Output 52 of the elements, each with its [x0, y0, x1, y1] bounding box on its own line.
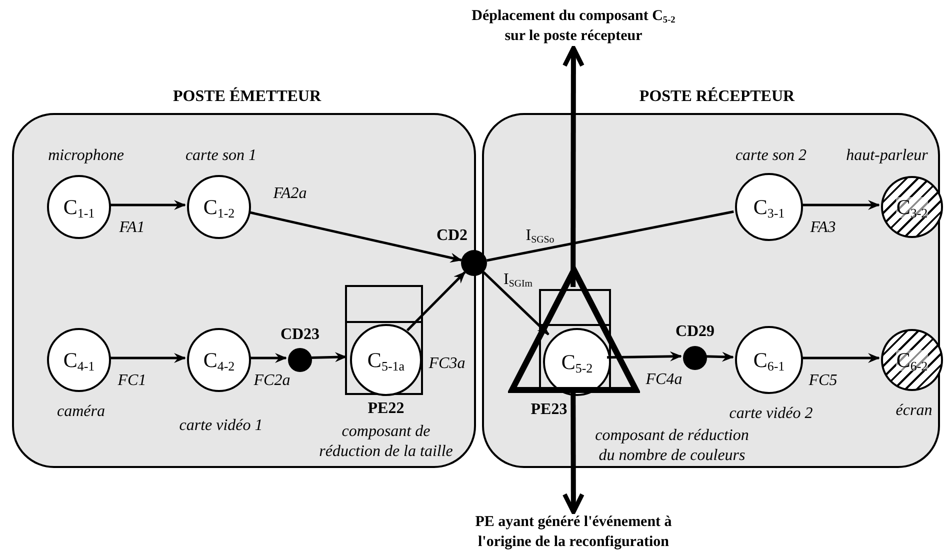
connector-label: CD29: [674, 322, 716, 342]
edge-label: I$_{SGSo}$: [526, 227, 554, 245]
arrow: [482, 271, 550, 336]
edge-label: FA3: [810, 219, 836, 237]
arrow: [109, 353, 186, 363]
edge-label: FC2a: [254, 372, 290, 390]
component-id: C$_{1-2}$: [203, 196, 235, 218]
component-caption: carte vidéo 2: [728, 404, 814, 424]
arrow: [801, 200, 880, 210]
component-id: C$_{5-1a}$: [367, 350, 405, 370]
component-id: C$_{3-1}$: [753, 196, 785, 218]
component-id: C$_{4-2}$: [203, 350, 235, 370]
arrow: [704, 352, 734, 362]
component-circle: [350, 324, 422, 396]
component-id: C$_{3-2}$: [896, 196, 928, 218]
arrow: [406, 271, 466, 332]
component-caption: carte vidéo 1: [178, 416, 264, 436]
arrow: [310, 352, 347, 362]
panel-heading: POSTE RÉCEPTEUR: [638, 88, 796, 106]
component-id: C$_{6-1}$: [753, 350, 785, 370]
component-id: C$_{6-2}$: [896, 350, 928, 370]
edge-label: FC5: [808, 372, 838, 390]
box-label: PE23: [530, 401, 568, 419]
arrow: [109, 200, 186, 210]
component-id: C$_{5-2}$: [561, 352, 593, 372]
component-caption: composant de réduction du nombre de couleurs: [594, 426, 750, 466]
component-caption: composant de réduction de la taille: [318, 422, 454, 462]
component-caption: carte son 1: [184, 146, 258, 166]
arrow: [801, 353, 880, 363]
connector-label: CD2: [435, 226, 469, 246]
edge-label: FA2a: [273, 185, 307, 203]
arrow: [562, 46, 584, 287]
arrow: [248, 210, 462, 263]
component-id: C$_{4-1}$: [63, 350, 95, 370]
arrow: [249, 353, 287, 363]
connector-label: CD23: [279, 325, 321, 345]
edge-label: FC4a: [646, 371, 682, 389]
component-caption: haut-parleur: [845, 146, 929, 166]
box-label: PE22: [366, 400, 406, 418]
edge-label: FA1: [119, 219, 145, 237]
annotation-text: PE ayant généré l'événement à l'origine de la reconfiguration: [461, 512, 686, 554]
panel-heading: POSTE ÉMETTEUR: [172, 88, 322, 106]
component-caption: carte son 2: [734, 146, 808, 166]
component-caption: écran: [894, 401, 934, 421]
edge-label: FC3a: [428, 355, 466, 373]
component-caption: caméra: [56, 402, 106, 422]
annotation-text: Déplacement du composant C$_{5-2}$ sur le poste récepteur: [461, 6, 686, 48]
component-id: C$_{1-1}$: [63, 196, 95, 218]
arrow: [606, 351, 682, 362]
edge-label: I$_{SGIm}$: [504, 271, 532, 289]
component-caption: microphone: [47, 146, 125, 166]
edge-label: FC1: [118, 372, 146, 390]
